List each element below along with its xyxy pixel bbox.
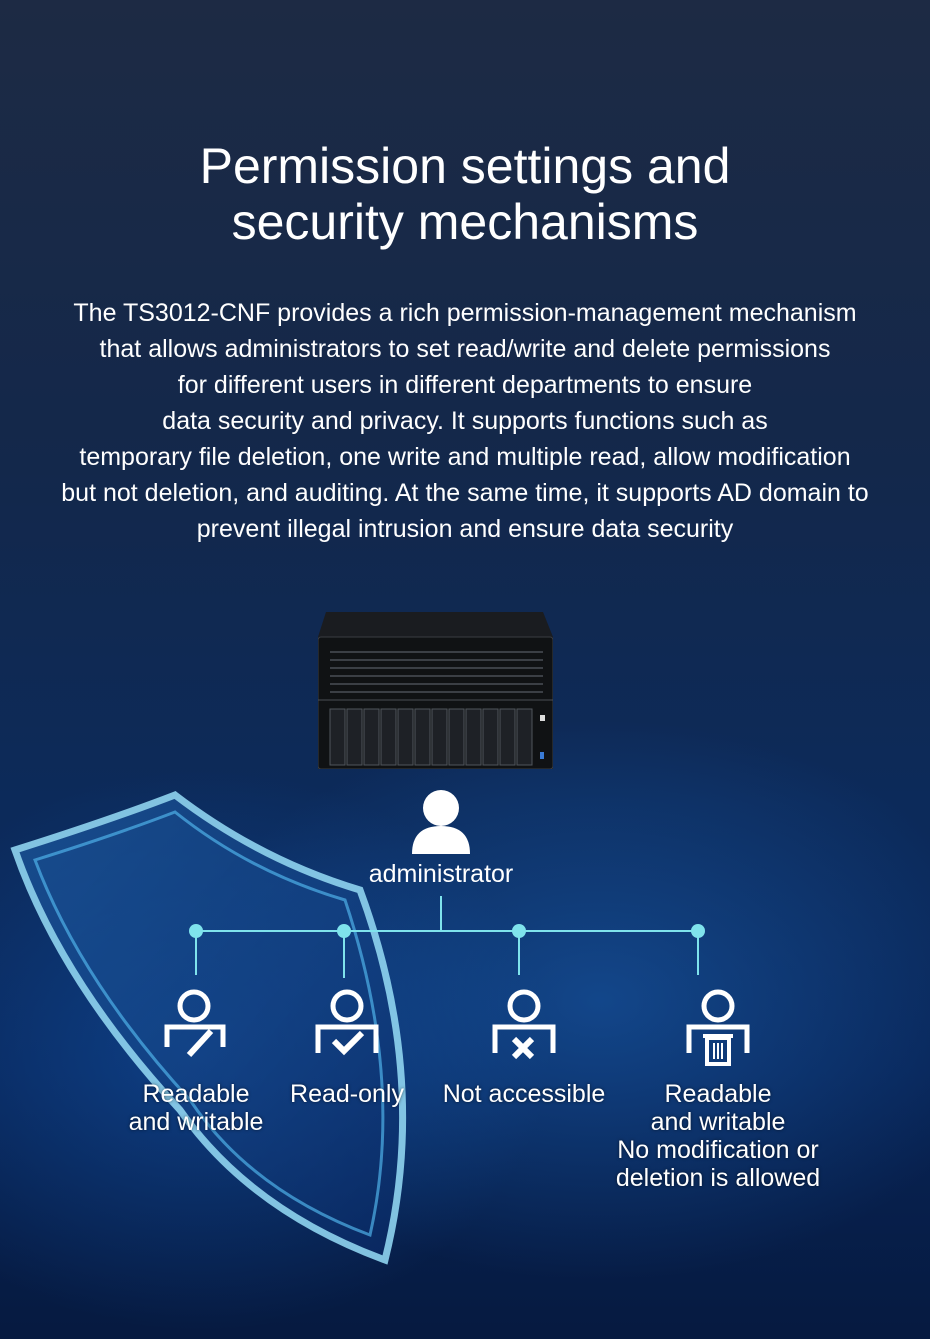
nas-server-image [318,612,553,769]
user-label: and writable [650,1108,786,1136]
description: The TS3012-CNF provides a rich permissio… [0,295,930,547]
user-read-only: Read-only [237,985,457,1108]
user-label: Not accessible [442,1080,606,1108]
user-label: Readable [142,1080,250,1108]
user-block-icon [492,989,556,1060]
tree-node-dot [691,924,705,938]
description-line: The TS3012-CNF provides a rich permissio… [73,299,857,327]
user-edit-icon [164,989,226,1058]
user-label: deletion is allowed [615,1164,821,1192]
user-no-delete: Readable and writable No modification or… [608,985,828,1192]
description-line: temporary file deletion, one write and m… [79,443,851,471]
user-label: Read-only [290,1080,404,1108]
description-line: but not deletion, and auditing. At the s… [61,479,869,507]
user-label: No modification or [617,1136,819,1164]
page-title: Permission settings and security mechani… [0,138,930,250]
description-line: for different users in different departm… [177,371,753,399]
user-readable-writable: Readable and writable [86,985,306,1136]
description-line: data security and privacy. It supports f… [162,407,768,435]
description-line: prevent illegal intrusion and ensure dat… [196,515,734,543]
administrator-icon [412,790,470,854]
user-trash-icon [686,989,750,1066]
tree-node-dot [512,924,526,938]
user-check-icon [315,989,379,1056]
title-line: Permission settings and [199,138,731,194]
administrator-label: administrator [368,860,514,888]
user-label: Readable [664,1080,772,1108]
title-line: security mechanisms [231,194,699,250]
user-not-accessible: Not accessible [414,985,634,1108]
description-line: that allows administrators to set read/w… [99,335,831,363]
user-label: and writable [128,1108,264,1136]
